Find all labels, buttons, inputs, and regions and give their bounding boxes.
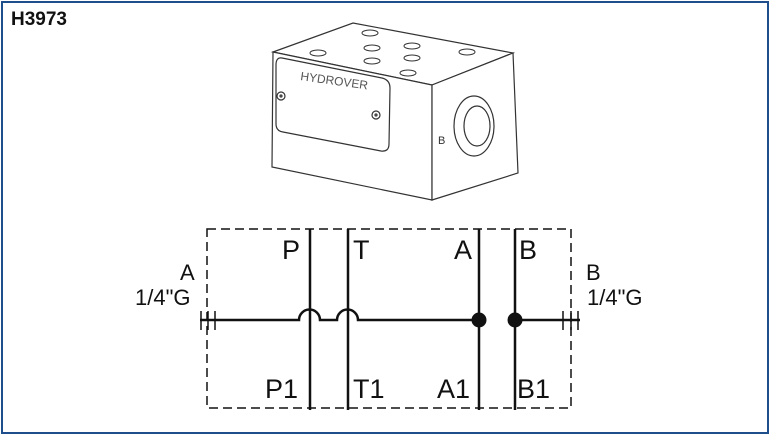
line-a-to-a-port bbox=[200, 308, 479, 322]
port-label-p1: P1 bbox=[265, 374, 298, 404]
port-label-t: T bbox=[353, 235, 370, 265]
junction-a bbox=[471, 312, 487, 328]
port-label-a: A bbox=[454, 235, 472, 265]
schematic-labels: P T A B P1 T1 A1 B1 A 1/4"G B 1/4"G bbox=[135, 235, 643, 404]
left-port-size: 1/4"G bbox=[135, 285, 191, 310]
side-port-inner bbox=[463, 105, 491, 147]
junction-b bbox=[507, 312, 523, 328]
port-a-symbol bbox=[200, 311, 216, 330]
left-port-name: A bbox=[180, 260, 195, 285]
port-b-symbol bbox=[562, 311, 579, 330]
nameplate bbox=[275, 57, 391, 152]
valve-block-illustration: HYDROVER B bbox=[270, 22, 519, 201]
port-label-b1: B1 bbox=[517, 374, 550, 404]
right-port-name: B bbox=[586, 260, 601, 285]
port-label-b: B bbox=[519, 235, 537, 265]
port-label-t1: T1 bbox=[353, 374, 385, 404]
right-port-size: 1/4"G bbox=[587, 285, 643, 310]
port-label-a1: A1 bbox=[437, 374, 470, 404]
side-mark: B bbox=[438, 135, 445, 147]
port-label-p: P bbox=[282, 235, 300, 265]
product-code-title: H3973 bbox=[11, 9, 67, 30]
hydraulic-schematic bbox=[200, 228, 580, 410]
top-holes bbox=[309, 29, 476, 77]
